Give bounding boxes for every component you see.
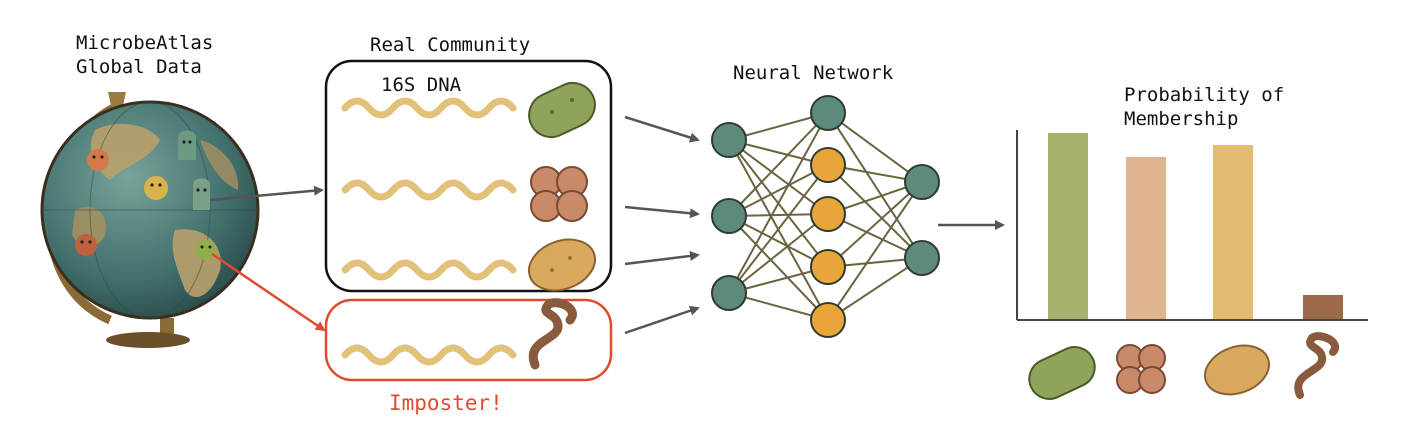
imposter-label: Imposter! (389, 391, 503, 415)
membership-chart (1016, 130, 1368, 321)
globe-microbe-orange-icon (87, 149, 109, 171)
bar-rod-bacterium (1048, 133, 1088, 319)
dna-strands (341, 97, 517, 366)
globe-to-imposter-arrow (211, 252, 326, 332)
neural-network (711, 95, 940, 338)
chart-worm-icon (1294, 332, 1339, 399)
globe-title-line2: Global Data (76, 56, 202, 78)
globe-microbe-yellow-icon (144, 176, 168, 200)
chart-oval-bacterium-icon (1204, 344, 1270, 396)
hidden-node-5 (810, 302, 846, 338)
dna-strand-4 (341, 344, 517, 366)
globe-to-community-arrow (209, 185, 324, 202)
bar-oval-bacterium (1213, 145, 1253, 319)
probability-title-line2: Membership (1124, 108, 1239, 130)
chart-coccus-cluster-icon (1116, 344, 1166, 394)
oval-bacterium-icon (528, 238, 596, 292)
globe-microbe-teal-icon (178, 130, 196, 160)
imposter-box (324, 298, 613, 382)
input-node-1 (711, 122, 747, 158)
coccus-cluster-icon (530, 166, 588, 222)
probability-title-line1: Probability of (1124, 84, 1285, 106)
dna-label: 16S DNA (381, 74, 462, 96)
input-arrows (624, 115, 700, 335)
hidden-node-3 (810, 196, 846, 232)
rod-bacterium-icon (528, 81, 596, 139)
real-community-box (324, 59, 613, 293)
globe-microbe-lime-icon (196, 240, 216, 260)
bar-coccus-cluster (1126, 157, 1166, 319)
globe-microbe-red-icon (75, 234, 97, 256)
worm-icon (528, 298, 577, 370)
hidden-node-1 (810, 95, 846, 131)
chart-rod-bacterium-icon (1028, 346, 1096, 400)
dna-strand-1 (341, 97, 517, 119)
bar-worm (1303, 295, 1343, 319)
hidden-node-2 (810, 147, 846, 183)
real-community-title: Real Community (370, 34, 531, 56)
globe-microbe-green-icon (193, 178, 210, 210)
dna-strand-2 (341, 179, 517, 201)
output-node-1 (904, 164, 940, 200)
output-node-2 (904, 240, 940, 276)
input-node-3 (711, 275, 747, 311)
neural-network-title: Neural Network (733, 62, 894, 84)
input-node-2 (711, 198, 747, 234)
hidden-node-4 (810, 249, 846, 285)
globe-title-line1: MicrobeAtlas (76, 32, 214, 54)
dna-strand-3 (341, 259, 517, 281)
globe-icon (40, 92, 260, 348)
